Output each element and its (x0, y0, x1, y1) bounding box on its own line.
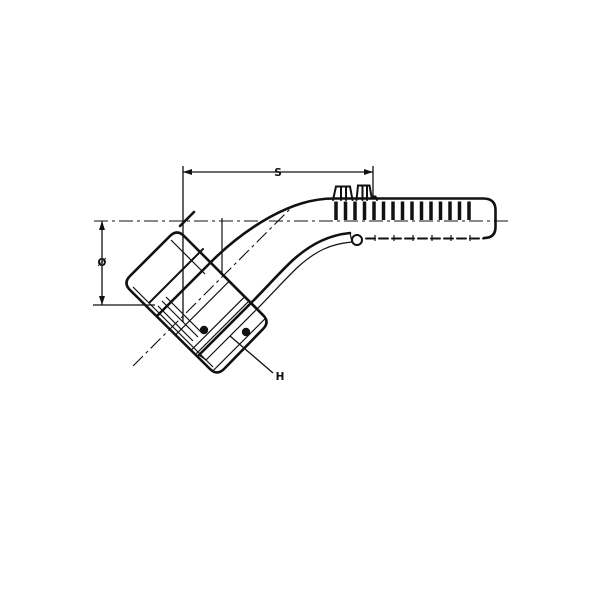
socket-lip-curl (351, 234, 363, 246)
thread-line (165, 296, 203, 334)
dim-arrow-top (99, 221, 105, 230)
hex-leader: H (229, 335, 285, 383)
diameter-dimension: Ø (93, 221, 155, 306)
angled-centerline (132, 207, 292, 367)
swivel-nut (125, 210, 268, 374)
thread-line (157, 305, 194, 342)
interlock-collars (332, 184, 378, 201)
hose-tail (332, 184, 485, 241)
section-detail-dot (241, 327, 251, 337)
hex-flat-line (149, 248, 204, 303)
hex-size-label: H (276, 371, 285, 383)
length-dimension: S (182, 166, 374, 322)
diameter-dimension-label: Ø (98, 257, 107, 269)
section-detail-dot (199, 325, 209, 335)
tube-inner-wall (197, 231, 352, 357)
thread-line (161, 300, 199, 338)
length-dimension-label: S (274, 167, 282, 179)
tube-outer-wall (155, 197, 497, 318)
hex-leader-line (229, 335, 274, 374)
dim-arrow-left (183, 169, 192, 175)
dim-arrow-bottom (99, 296, 105, 305)
nut-outline (125, 231, 268, 374)
nut-back-collar-edge (178, 210, 196, 228)
dim-arrow-right (364, 169, 373, 175)
tail-lower-ticks (374, 235, 471, 241)
barb-serrations (334, 201, 471, 220)
nut-back-inner-line (170, 239, 206, 275)
